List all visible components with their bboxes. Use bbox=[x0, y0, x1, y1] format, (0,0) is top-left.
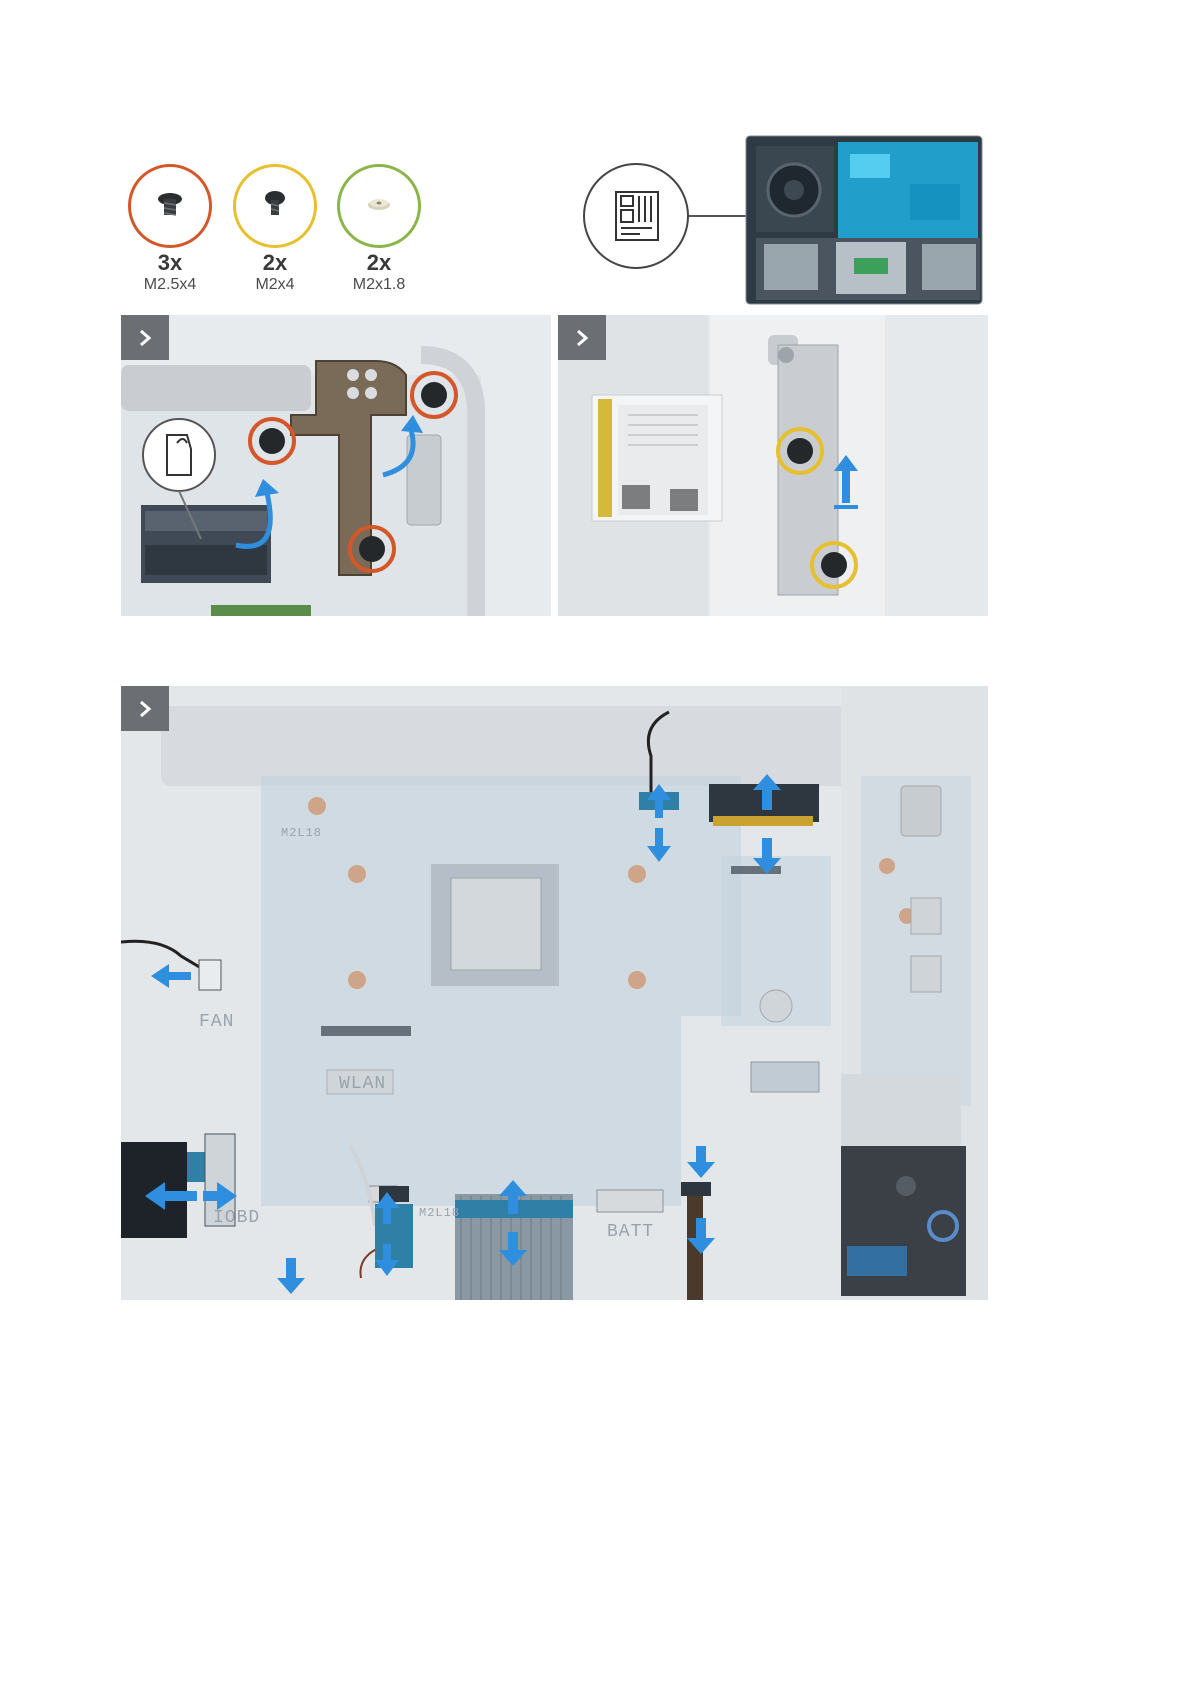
component-locator bbox=[580, 134, 986, 306]
screw-m2x4-circle bbox=[233, 164, 317, 248]
screw-m2x1.8-circle bbox=[337, 164, 421, 248]
chevron-right-icon bbox=[135, 699, 155, 719]
system-board-step-panel: FAN WLAN IOBD BATT M2L18 M2L18 bbox=[121, 686, 988, 1300]
iobd-connector-label: IOBD bbox=[213, 1208, 260, 1228]
wlan-slot-label: WLAN bbox=[339, 1074, 386, 1094]
step-marker bbox=[558, 315, 606, 360]
m2l18-label-top: M2L18 bbox=[281, 826, 322, 840]
screw-size-2: M2x4 bbox=[215, 276, 335, 294]
bracket-step-panel bbox=[558, 315, 988, 616]
screw-qty-2: 2x bbox=[215, 250, 335, 276]
screw-m2.5x4-circle bbox=[128, 164, 212, 248]
m2l18-label-bottom: M2L18 bbox=[419, 1206, 460, 1220]
battery-connector-label: BATT bbox=[607, 1222, 654, 1242]
hinge-step-panel bbox=[121, 315, 551, 616]
screw-size-1: M2.5x4 bbox=[110, 276, 230, 294]
flat-screw-icon bbox=[340, 167, 418, 245]
step-marker bbox=[121, 686, 169, 731]
screw-size-3: M2x1.8 bbox=[319, 276, 439, 294]
screw-icon bbox=[236, 167, 314, 245]
system-board-icon bbox=[612, 190, 662, 242]
screw-qty-3: 2x bbox=[319, 250, 439, 276]
screw-qty-1: 3x bbox=[110, 250, 230, 276]
screw-icon bbox=[131, 167, 209, 245]
step-marker bbox=[121, 315, 169, 360]
chevron-right-icon bbox=[135, 328, 155, 348]
chevron-right-icon bbox=[572, 328, 592, 348]
fan-connector-label: FAN bbox=[199, 1012, 234, 1032]
